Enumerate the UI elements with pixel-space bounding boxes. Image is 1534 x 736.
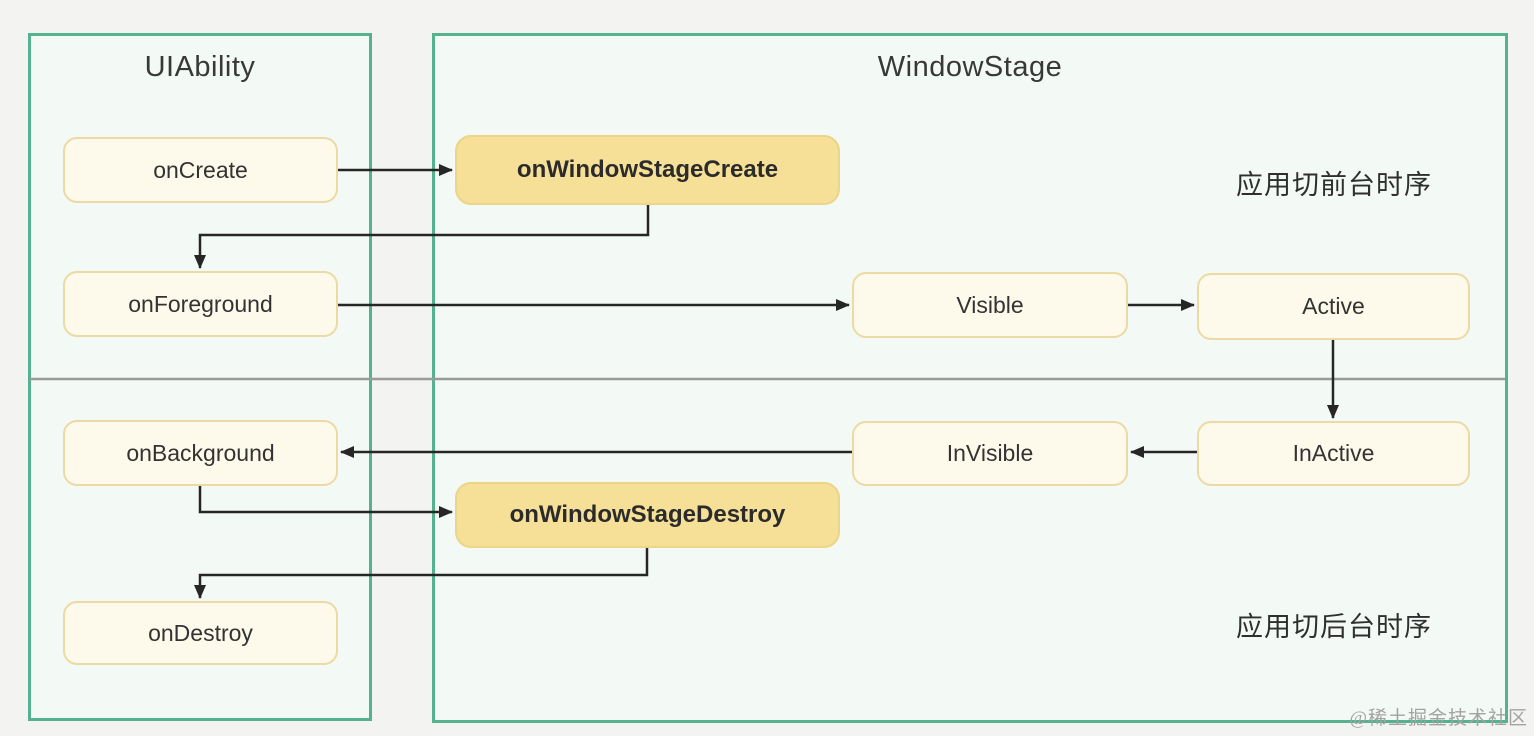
node-ondestroy: onDestroy	[63, 601, 338, 665]
node-onbackground: onBackground	[63, 420, 338, 486]
node-invisible: InVisible	[852, 421, 1128, 486]
node-inactive: InActive	[1197, 421, 1470, 486]
node-visible: Visible	[852, 272, 1128, 338]
node-active: Active	[1197, 273, 1470, 340]
node-onwindowstagecreate: onWindowStageCreate	[455, 135, 840, 205]
annotation-foreground-sequence: 应用切前台时序	[1236, 170, 1432, 200]
node-onwindowstagedestroy: onWindowStageDestroy	[455, 482, 840, 548]
windowstage-panel-title: WindowStage	[877, 51, 1063, 83]
watermark-text: @稀土掘金技术社区	[1349, 708, 1528, 729]
node-onforeground: onForeground	[63, 271, 338, 337]
node-oncreate: onCreate	[63, 137, 338, 203]
annotation-background-sequence: 应用切后台时序	[1236, 612, 1432, 642]
uiability-panel-title: UIAbility	[144, 51, 256, 83]
